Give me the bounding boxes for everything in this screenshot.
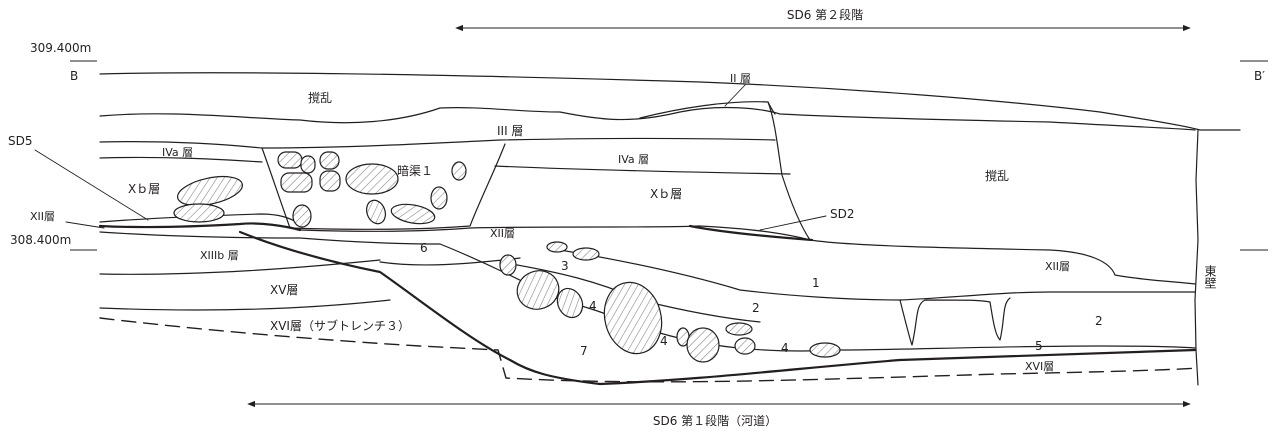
- sd2-label: SD2: [830, 207, 855, 221]
- disturbance-top-label: 撹乱: [308, 91, 332, 105]
- layer-xvi-right-label: XVI層: [1025, 360, 1054, 373]
- stone: [430, 186, 448, 210]
- fill-1-label: 1: [812, 276, 820, 290]
- layer-iii-label: III 層: [497, 124, 523, 138]
- fill-4-a-label: 4: [589, 299, 597, 313]
- east-wall-label: 東壁: [1203, 265, 1217, 289]
- sd2-outline: [688, 224, 814, 242]
- stone: [734, 337, 756, 355]
- stone: [809, 342, 841, 358]
- disturbance-cut-line: [767, 101, 1196, 285]
- fill-6-label: 6: [420, 241, 428, 255]
- fill-2-left-label: 2: [752, 301, 760, 315]
- fill-4-c-label: 4: [781, 341, 789, 355]
- drain-trench-outline: [261, 143, 506, 230]
- layer-xv-base-line: [99, 299, 391, 311]
- point-b-label: B: [70, 69, 78, 83]
- stone: [725, 322, 753, 336]
- phase1-label: SD6 第１段階（河道）: [653, 413, 777, 428]
- stone: [277, 151, 303, 169]
- sd5-label: SD5: [8, 134, 33, 148]
- sd5-outline: [98, 222, 302, 232]
- layer-iva-base-line: [99, 156, 263, 163]
- layer-xii-base-line: [99, 231, 441, 245]
- fill-3-label: 3: [561, 259, 569, 273]
- elevation-bottom-label: 308.400m: [10, 233, 71, 247]
- stone: [556, 287, 584, 319]
- layer-xvi-subtrench-label: XVI層（サブトレンチ３）: [270, 318, 410, 333]
- stone: [499, 254, 517, 276]
- fill-4-b-label: 4: [660, 334, 668, 348]
- stone: [345, 163, 399, 195]
- fill-6-line: [379, 257, 521, 266]
- layer-ii-leader: [724, 83, 747, 107]
- fill-5-top-line: [839, 345, 1196, 351]
- layer-xii-left-label: XII層: [30, 210, 55, 223]
- subtrench-3-dashed-line: [99, 317, 1199, 383]
- layer-xv-label: XV層: [270, 283, 298, 297]
- stone: [516, 270, 560, 310]
- stone: [319, 151, 340, 170]
- layer-xii-mid-label: XII層: [490, 227, 515, 240]
- layer-xii-right-label: XII層: [1045, 260, 1070, 273]
- stone: [603, 281, 663, 355]
- fill-1-base-line: [559, 249, 1196, 301]
- stone: [177, 175, 243, 207]
- fill-5-label: 5: [1035, 339, 1043, 353]
- phase2-label: SD6 第２段階: [787, 7, 863, 22]
- drain-1-label: 暗渠１: [397, 163, 433, 178]
- point-b-prime-label: B′: [1254, 69, 1265, 83]
- layer-xb-right-label: Xｂ層: [650, 187, 682, 201]
- sd6-phase1-channel-outline: [238, 230, 1197, 386]
- disturbance-base-line: [99, 106, 1196, 131]
- layer-xiiib-label: XIIIb 層: [200, 249, 239, 262]
- sd5-leader: [34, 149, 149, 221]
- layer-iva-base-line-right: [494, 165, 791, 175]
- layer-xiiib-base-line: [99, 259, 381, 275]
- ground-surface-line: [99, 72, 1241, 131]
- fill-1-inner-step: [899, 297, 1011, 346]
- stone: [292, 204, 312, 228]
- layer-xb-base-line: [99, 213, 301, 225]
- elevation-top-label: 309.400m: [30, 41, 91, 55]
- layer-xii-left-leader: [65, 221, 105, 229]
- fill-7-label: 7: [580, 344, 588, 358]
- layer-iva-left-label: IVa 層: [162, 146, 193, 159]
- stone: [319, 170, 341, 192]
- east-wall-line: [1194, 129, 1199, 386]
- stone: [173, 203, 225, 223]
- layer-ii-lens: [639, 101, 776, 119]
- stone: [451, 161, 467, 181]
- layer-iva-right-label: IVa 層: [618, 153, 649, 166]
- layer-ii-label: II 層: [730, 72, 751, 85]
- sd2-leader: [759, 215, 827, 231]
- stone: [365, 199, 387, 225]
- layer-xii-top-line: [299, 225, 811, 241]
- fill-2-right-label: 2: [1095, 314, 1103, 328]
- stone: [572, 247, 600, 261]
- layer-iii-base-line: [99, 137, 776, 149]
- disturbance-right-label: 撹乱: [985, 169, 1009, 183]
- layer-xb-left-label: Xｂ層: [128, 182, 160, 196]
- stone: [280, 172, 313, 193]
- stone: [686, 327, 720, 363]
- stone: [546, 241, 568, 253]
- stone: [300, 155, 316, 174]
- stone: [390, 203, 436, 225]
